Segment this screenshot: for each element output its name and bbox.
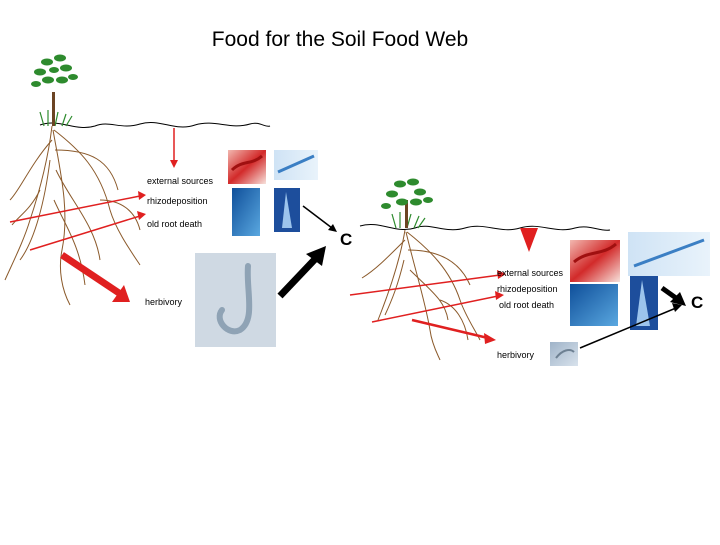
- tree-leaves-left: [31, 54, 78, 87]
- label-rhizodeposition-left: rhizodeposition: [147, 196, 208, 206]
- label-external-sources-right: external sources: [497, 268, 564, 278]
- rhizodeposition-arrowhead-left: [138, 191, 146, 200]
- nematode-small-photo-right: [550, 342, 578, 366]
- carbon-arrow-thick-left: [277, 253, 321, 299]
- grass-right: [391, 212, 426, 229]
- carbon-arrowhead-thick-left: [306, 246, 326, 266]
- herbivory-arrow-right: [411, 318, 489, 340]
- label-rhizodeposition-right: rhizodeposition: [497, 284, 558, 294]
- tree-trunk-left: [52, 92, 55, 126]
- nematode-tail-body-right: [636, 280, 650, 326]
- label-old-root-death-left: old root death: [147, 219, 203, 229]
- rhizodeposition-arrowhead-right: [497, 270, 506, 279]
- carbon-arrowhead-thin-left: [328, 224, 337, 232]
- nematode-head-body-left: [277, 154, 315, 174]
- carbon-arrow-thin-left: [302, 205, 333, 229]
- external-sources-arrowhead-right: [520, 228, 538, 252]
- herbivory-arrowhead-left: [112, 285, 130, 302]
- old-root-death-arrow-left: [29, 215, 141, 251]
- rhizodeposition-arrow-right: [349, 274, 501, 296]
- nematode-tail-body-left: [282, 192, 292, 228]
- herbivory-arrowhead-right: [484, 333, 496, 344]
- soil-surface-line-left: [39, 122, 271, 128]
- tissue-detail-left: [230, 154, 264, 172]
- herbivory-arrow-left: [60, 252, 124, 298]
- tissue-detail-right: [573, 242, 617, 264]
- carbon-arrow-thick-right: [660, 285, 678, 301]
- label-external-sources-left: external sources: [147, 176, 214, 186]
- carbon-label-left: C: [340, 230, 353, 249]
- nematode-small-body-right: [555, 349, 575, 359]
- nematode-head-body-right: [633, 238, 705, 268]
- carbon-label-right: C: [691, 293, 704, 312]
- tree-leaves-right: [381, 178, 433, 209]
- roots-left: [4, 125, 141, 306]
- bacteria-photo-left: [232, 188, 260, 236]
- label-old-root-death-right: old root death: [499, 300, 555, 310]
- roots-right: [361, 229, 481, 361]
- old-root-death-arrow-right: [371, 295, 499, 323]
- diagram-title: Food for the Soil Food Web: [211, 28, 469, 51]
- carbon-arrowhead-thin-right: [672, 303, 682, 312]
- carbon-arrowhead-thick-right: [670, 292, 686, 306]
- nematode-whole-body: [216, 263, 253, 335]
- label-herbivory-left: herbivory: [145, 297, 183, 307]
- grass-left: [39, 110, 73, 127]
- old-root-death-arrowhead-left: [137, 211, 146, 220]
- rhizodeposition-arrow-left: [9, 195, 141, 223]
- old-root-death-arrowhead-right: [495, 291, 504, 300]
- external-sources-arrowhead-left: [170, 160, 178, 168]
- tree-trunk-right: [405, 200, 408, 228]
- soil-surface-line-right: [359, 224, 611, 231]
- bacteria-photo-right: [570, 284, 618, 326]
- carbon-arrow-thin-right: [579, 307, 677, 349]
- label-herbivory-right: herbivory: [497, 350, 535, 360]
